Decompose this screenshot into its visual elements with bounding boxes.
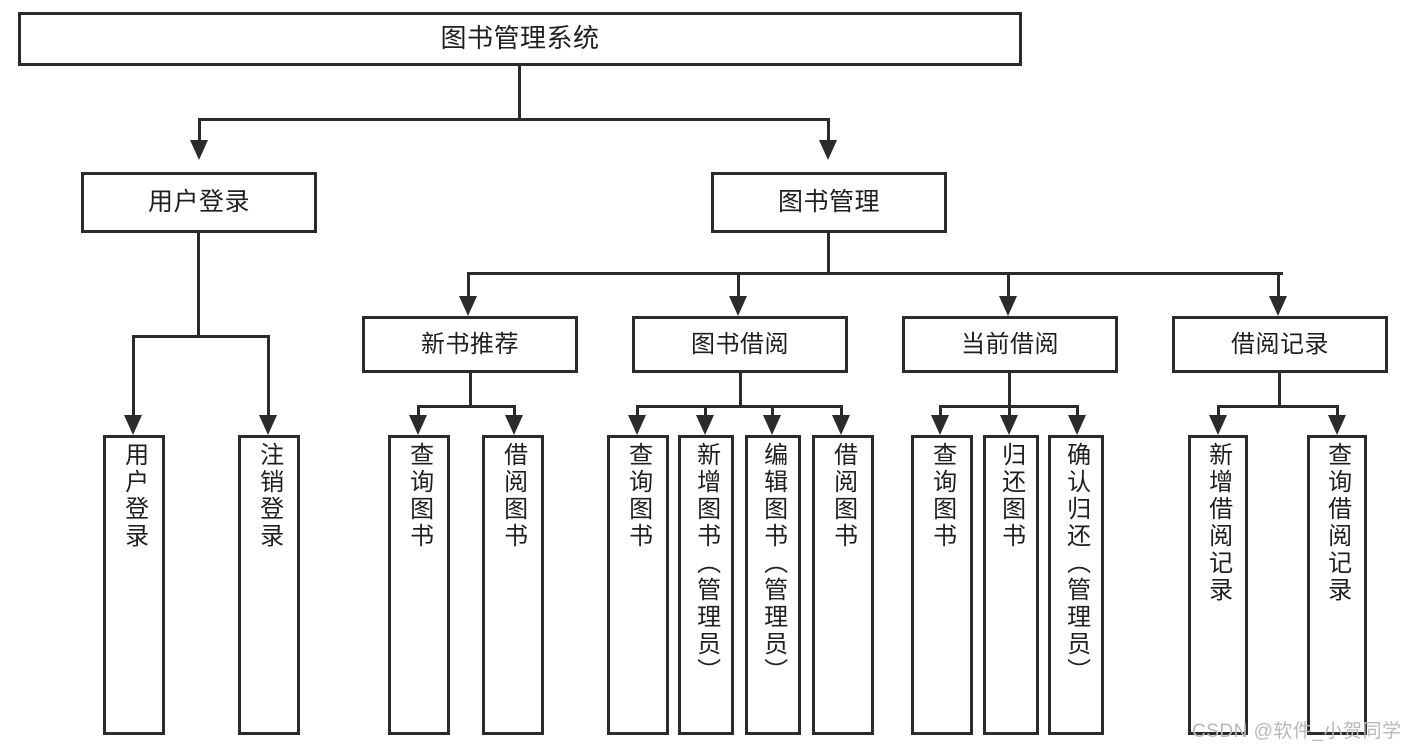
arrow-to-book-manage [819, 140, 837, 160]
edge-root-stem [518, 66, 521, 118]
edge-recommend-bus [417, 405, 516, 408]
edge-book-manage-bus [467, 272, 1283, 275]
edge-record-bus [1217, 405, 1339, 408]
node-book-borrow[interactable]: 图书借阅 [632, 316, 848, 373]
node-label: 编辑图书（管理员） [759, 442, 787, 685]
node-leaf-edit-book[interactable]: 编辑图书（管理员） [745, 435, 801, 735]
node-label: 查询图书 [405, 442, 433, 550]
edge-recommend-stem [469, 373, 472, 405]
node-label: 当前借阅 [961, 330, 1059, 358]
arrow-to-leaf-confirm-return [1068, 415, 1086, 435]
edge-current-drop-2 [1008, 405, 1011, 415]
node-user-login[interactable]: 用户登录 [81, 172, 317, 233]
arrow-to-leaf-query-book-3 [931, 415, 949, 435]
edge-recommend-drop-1 [417, 405, 420, 415]
node-leaf-user-login[interactable]: 用户登录 [103, 435, 165, 735]
node-label: 图书借阅 [691, 330, 789, 358]
node-borrow-record[interactable]: 借阅记录 [1172, 316, 1388, 373]
node-leaf-borrow-book-1[interactable]: 借阅图书 [482, 435, 544, 735]
arrow-to-leaf-user-login [124, 415, 142, 435]
node-leaf-add-record[interactable]: 新增借阅记录 [1188, 435, 1248, 735]
node-leaf-query-record[interactable]: 查询借阅记录 [1307, 435, 1367, 735]
node-leaf-query-book-3[interactable]: 查询图书 [911, 435, 973, 735]
edge-user-login-drop-2 [267, 335, 270, 415]
edge-record-stem [1278, 373, 1281, 405]
node-label: 图书管理系统 [440, 23, 600, 54]
edge-record-drop-2 [1336, 405, 1339, 415]
arrow-to-leaf-query-record [1328, 415, 1346, 435]
edge-current-drop-1 [939, 405, 942, 415]
arrow-to-leaf-edit-book [763, 415, 781, 435]
csdn-watermark: CSDN @软件_小贺同学 [1192, 721, 1402, 742]
arrow-to-leaf-return-book [1000, 415, 1018, 435]
node-label: 查询借阅记录 [1323, 442, 1351, 604]
arrow-to-leaf-borrow-book-1 [505, 415, 523, 435]
node-leaf-borrow-book-2[interactable]: 借阅图书 [812, 435, 874, 735]
node-label: 查询图书 [624, 442, 652, 550]
edge-root-drop-left [198, 118, 201, 140]
edge-book-manage-drop-3 [1007, 272, 1010, 296]
node-label: 用户登录 [120, 442, 148, 550]
node-label: 查询图书 [928, 442, 956, 550]
node-leaf-logout[interactable]: 注销登录 [238, 435, 300, 735]
node-label: 图书管理 [777, 188, 880, 217]
arrow-to-new-book-recommend [459, 296, 477, 316]
arrow-to-leaf-logout [259, 415, 277, 435]
edge-borrow-drop-2 [704, 405, 707, 415]
node-book-manage[interactable]: 图书管理 [711, 172, 947, 233]
edge-record-drop-1 [1217, 405, 1220, 415]
arrow-to-book-borrow [729, 296, 747, 316]
edge-book-manage-drop-2 [737, 272, 740, 296]
edge-user-login-stem [197, 233, 200, 335]
node-label: 新增借阅记录 [1204, 442, 1232, 604]
edge-recommend-drop-2 [513, 405, 516, 415]
edge-borrow-drop-3 [771, 405, 774, 415]
arrow-to-leaf-add-book [696, 415, 714, 435]
node-label: 新增图书（管理员） [692, 442, 720, 685]
edge-root-drop-right [827, 118, 830, 140]
arrow-to-borrow-record [1269, 296, 1287, 316]
edge-user-login-bus [132, 335, 270, 338]
node-current-borrow[interactable]: 当前借阅 [902, 316, 1118, 373]
node-label: 归还图书 [997, 442, 1025, 550]
arrow-to-leaf-query-book-2 [628, 415, 646, 435]
node-leaf-query-book-2[interactable]: 查询图书 [607, 435, 669, 735]
arrow-to-leaf-add-record [1209, 415, 1227, 435]
node-leaf-query-book-1[interactable]: 查询图书 [388, 435, 450, 735]
node-root-system[interactable]: 图书管理系统 [18, 12, 1022, 66]
arrow-to-leaf-query-book-1 [409, 415, 427, 435]
node-label: 注销登录 [255, 442, 283, 550]
arrow-to-current-borrow [999, 296, 1017, 316]
node-label: 借阅图书 [499, 442, 527, 550]
arrow-to-leaf-borrow-book-2 [832, 415, 850, 435]
edge-book-manage-drop-1 [467, 272, 470, 296]
edge-book-manage-drop-4 [1277, 272, 1280, 296]
node-label: 借阅图书 [829, 442, 857, 550]
node-label: 确认归还（管理员） [1062, 442, 1090, 685]
edge-root-bus [198, 118, 830, 121]
node-leaf-return-book[interactable]: 归还图书 [983, 435, 1039, 735]
edge-borrow-stem [739, 373, 742, 405]
node-label: 用户登录 [147, 188, 250, 217]
node-leaf-confirm-return[interactable]: 确认归还（管理员） [1048, 435, 1104, 735]
edge-current-drop-3 [1076, 405, 1079, 415]
edge-borrow-drop-1 [636, 405, 639, 415]
node-label: 新书推荐 [421, 330, 519, 358]
edge-current-stem [1008, 373, 1011, 405]
edge-book-manage-stem [827, 233, 830, 272]
arrow-to-user-login [190, 140, 208, 160]
edge-borrow-drop-4 [840, 405, 843, 415]
node-leaf-add-book[interactable]: 新增图书（管理员） [678, 435, 734, 735]
edge-borrow-bus [636, 405, 843, 408]
edge-user-login-drop-1 [132, 335, 135, 415]
node-label: 借阅记录 [1231, 330, 1329, 358]
node-new-book-recommend[interactable]: 新书推荐 [362, 316, 578, 373]
